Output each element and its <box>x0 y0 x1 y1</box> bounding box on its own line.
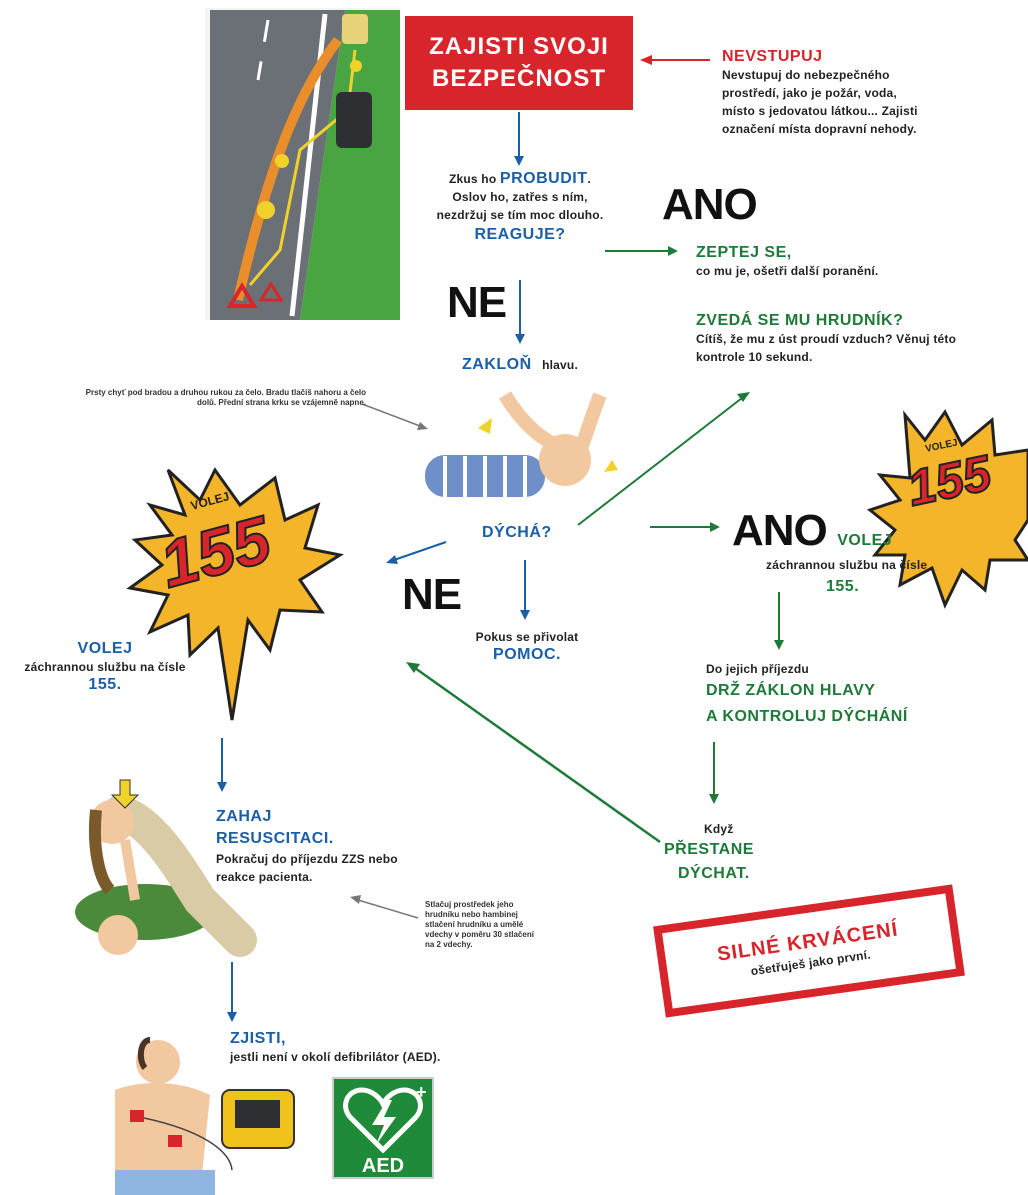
tilt-keyword: ZAKLOŇ <box>462 356 532 373</box>
svg-text:+: + <box>416 1082 427 1102</box>
wake-suffix: . <box>587 172 592 186</box>
aed-line1: jestli není v okolí defibrilátor (AED). <box>230 1050 441 1064</box>
nevstupuj-line-4: označení místa dopravní nehody. <box>722 122 917 136</box>
hold-title2: A KONTROLUJ DÝCHÁNÍ <box>706 708 908 725</box>
nevstupuj-block: NEVSTUPUJ Nevstupuj do nebezpečného pros… <box>722 48 982 138</box>
ano-label-2: ANO <box>732 506 828 555</box>
cpr-note-line-1: Stlačuj prostředek jeho <box>425 900 514 909</box>
tilt-block: ZAKLOŇ hlavu. <box>462 356 578 374</box>
ask-title: ZEPTEJ SE, <box>696 244 792 261</box>
ano-call-keyword: VOLEJ <box>837 532 893 549</box>
tilt-note-line2: dolů. Přední strana krku se vzájemně nap… <box>197 398 366 407</box>
safety-box: ZAJISTI SVOJI BEZPEČNOST <box>405 16 633 110</box>
cpr-line1: Pokračuj do příjezdu ZZS nebo <box>216 852 398 866</box>
stops-title2: DÝCHAT. <box>678 865 750 882</box>
call-left-line1: záchrannou službu na čísle <box>24 660 186 674</box>
ne-label-2: NE <box>402 570 462 619</box>
help-line1: Pokus se přivolat <box>475 630 579 644</box>
stops-block: Když PŘESTANE DÝCHAT. <box>664 820 764 886</box>
cpr-title1: ZAHAJ <box>216 808 272 825</box>
nevstupuj-title: NEVSTUPUJ <box>722 48 823 65</box>
call-left-block: VOLEJ záchrannou službu na čísle 155. <box>20 640 190 694</box>
help-block: Pokus se přivolat POMOC. <box>462 628 592 664</box>
ano-call-block: ANO VOLEJ <box>732 506 892 556</box>
emergency-burst-left: VOLEJ 155 <box>126 467 344 721</box>
aed-sign-icon: + AED <box>332 1077 434 1179</box>
tilt-note-line1: Prsty chyť pod bradou a druhou rukou za … <box>85 388 366 397</box>
cpr-block: ZAHAJ RESUSCITACI. Pokračuj do příjezdu … <box>216 806 416 886</box>
wake-question: REAGUJE? <box>474 226 566 243</box>
hold-title1: DRŽ ZÁKLON HLAVY <box>706 682 876 699</box>
ne-label-1: NE <box>447 278 507 327</box>
wake-prefix: Zkus ho <box>448 172 500 186</box>
emergency-burst-right: VOLEJ 155 <box>866 409 1028 609</box>
head-tilt-illustration <box>425 391 618 497</box>
nevstupuj-line-3: místo s jedovatou látkou... Zajisti <box>722 104 918 118</box>
chest-line1: Cítíš, že mu z úst proudí vzduch? Věnuj … <box>696 332 957 346</box>
call-left-keyword: VOLEJ <box>77 640 133 657</box>
aed-title: ZJISTI, <box>230 1030 286 1047</box>
nevstupuj-line-1: Nevstupuj do nebezpečného <box>722 68 890 82</box>
flow-arrows <box>217 55 784 1022</box>
stops-line1: Když <box>704 822 734 836</box>
ano-label-1: ANO <box>662 180 758 229</box>
ask-text: co mu je, ošetři další poranění. <box>696 264 879 278</box>
wake-line2: Oslov ho, zatřes s ním, <box>452 190 588 204</box>
road-scene-illustration <box>205 8 400 320</box>
safety-line1: ZAJISTI SVOJI <box>429 33 609 60</box>
cpr-illustration <box>75 779 257 957</box>
aed-block: ZJISTI, jestli není v okolí defibrilátor… <box>230 1030 530 1066</box>
safety-line2: BEZPEČNOST <box>431 65 606 92</box>
nevstupuj-line-2: prostředí, jako je požár, voda, <box>722 86 897 100</box>
aed-sign-text: AED <box>362 1155 404 1177</box>
wake-line3: nezdržuj se tím moc dlouho. <box>436 208 604 222</box>
wake-block: Zkus ho PROBUDIT. Oslov ho, zatřes s ním… <box>420 170 620 244</box>
cpr-line2: reakce pacienta. <box>216 870 313 884</box>
hold-block: Do jejich příjezdu DRŽ ZÁKLON HLAVY A KO… <box>706 660 908 730</box>
call-left-number: 155. <box>88 676 122 693</box>
ano-call-number: 155. <box>826 578 860 595</box>
help-keyword: POMOC. <box>493 646 561 663</box>
chest-line2: kontrole 10 sekund. <box>696 350 813 364</box>
cpr-note-line-3: stlačení hrudníku a umělé <box>425 920 524 929</box>
cpr-note-line-5: na 2 vdechy. <box>425 940 473 949</box>
cpr-note: Stlačuj prostředek jeho hrudníku nebo ha… <box>425 900 575 950</box>
hold-line1: Do jejich příjezdu <box>706 662 809 676</box>
chest-title: ZVEDÁ SE MU HRUDNÍK? <box>696 312 904 329</box>
cpr-note-line-4: vdechy v poměru 30 stlačení <box>425 930 534 939</box>
stops-title1: PŘESTANE <box>664 841 754 858</box>
cpr-title2: RESUSCITACI. <box>216 830 334 847</box>
ask-block: ZEPTEJ SE, co mu je, ošetři další poraně… <box>696 244 878 280</box>
chest-block: ZVEDÁ SE MU HRUDNÍK? Cítíš, že mu z úst … <box>696 312 1016 366</box>
tilt-suffix: hlavu. <box>542 358 578 372</box>
breathing-question: DÝCHÁ? <box>482 524 552 541</box>
aed-person-illustration <box>115 1037 295 1195</box>
tilt-note: Prsty chyť pod bradou a druhou rukou za … <box>6 388 366 408</box>
wake-keyword: PROBUDIT <box>499 170 588 187</box>
ano-call-line1: záchrannou službu na čísle <box>766 558 928 572</box>
cpr-note-line-2: hrudníku nebo hambinej <box>425 910 518 919</box>
